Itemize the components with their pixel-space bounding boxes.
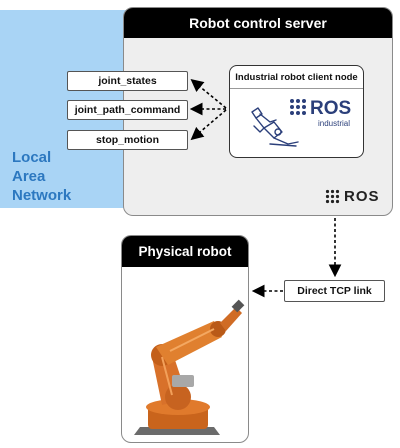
lan-label-line: Area <box>12 168 46 185</box>
industrial-robot-arm-image <box>134 299 245 435</box>
topic-joint-path-command: joint_path_command <box>67 100 188 120</box>
robot-upper-arm <box>156 321 222 365</box>
lan-label-line: Network <box>12 187 72 204</box>
robot-flange <box>231 299 245 313</box>
arrow-to-stop-motion <box>190 109 227 141</box>
arrow-to-joint-states <box>190 78 227 109</box>
physical-robot-title: Physical robot <box>122 236 248 267</box>
ros-logo-text: ROS <box>344 187 380 205</box>
robot-motor <box>172 375 194 387</box>
topic-stop-motion: stop_motion <box>67 130 188 150</box>
local-area-network-label: Local Area Network <box>12 148 71 205</box>
client-node-title: Industrial robot client node <box>230 72 363 89</box>
ros-industrial-logo: ROS industrial <box>251 98 351 147</box>
robot-tool <box>220 307 242 331</box>
lan-label-line: Local <box>12 149 52 166</box>
industrial-robot-client-node: Industrial robot client node ROS industr… <box>229 65 364 158</box>
ros-server-logo: ROS <box>325 186 380 206</box>
physical-robot-box: Physical robot <box>121 235 249 443</box>
ros-dots-icon <box>325 189 340 203</box>
direct-tcp-link-label: Direct TCP link <box>284 280 385 302</box>
topic-joint-states: joint_states <box>67 71 188 91</box>
ros-dots-icon <box>290 99 306 115</box>
ros-logo-text: ROS <box>310 98 351 119</box>
ros-industrial-subtext: industrial <box>318 119 350 128</box>
robot-arm-icon <box>251 107 299 147</box>
server-title: Robot control server <box>124 8 392 38</box>
